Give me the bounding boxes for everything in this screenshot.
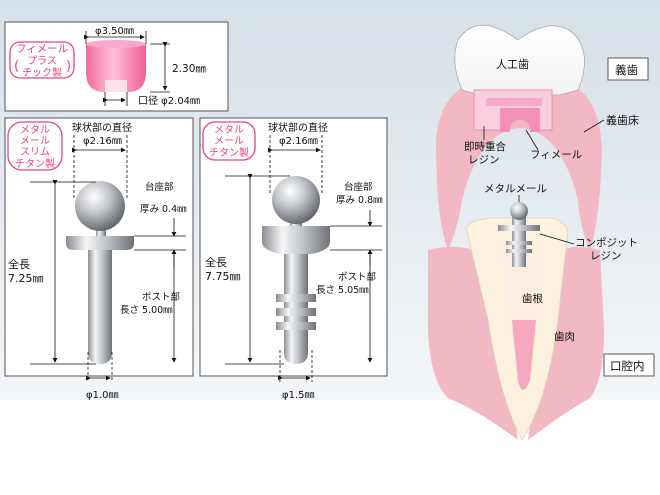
slim-panel: メタル メール スリム チタン製 球状部の直径 φ2.16㎜ 台座部 厚み 0.… [4, 117, 194, 401]
female-outer-diameter: φ3.50㎜ [95, 26, 134, 37]
metal-name-badge: メタル メール チタン製 [202, 121, 256, 161]
metal-ball-diameter: φ2.16㎜ [279, 136, 318, 147]
slim-name-line3: スリム [20, 146, 50, 158]
label-denture: 義歯 [615, 63, 638, 77]
female-inner-diameter: 口径 φ2.04㎜ [138, 94, 200, 107]
metal-post-label: ポスト部 [338, 271, 376, 283]
gum-right [528, 246, 604, 440]
label-resin-line1: 即時重合 [464, 140, 506, 153]
metal-name-line2: メール [214, 136, 244, 147]
slim-ball-label: 球状部の直径 [72, 121, 132, 134]
svg-text:(: ( [14, 59, 19, 74]
slim-total-length: 7.25㎜ [8, 272, 44, 285]
female-name-badge: フィメール プラス チック製 ( ) [9, 41, 75, 79]
slim-post-diameter: φ1.0㎜ [86, 390, 119, 401]
metal-post-diameter: φ1.5㎜ [282, 390, 315, 401]
metal-base-thickness: 厚み 0.8㎜ [336, 195, 383, 206]
label-composite-line1: コンポジット [575, 237, 638, 249]
female-height: 2.30㎜ [172, 63, 206, 75]
label-denture-base: 義歯床 [606, 113, 639, 127]
slim-base-thickness: 厚み 0.4㎜ [140, 204, 187, 215]
cross-section: 人工歯 義歯 義歯床 即時重合 レジン フィメール メタルメール コンポジット … [428, 24, 655, 441]
metal-post-length: 長さ 5.05㎜ [316, 285, 369, 296]
female-in-denture [500, 108, 540, 132]
label-gum: 歯肉 [554, 330, 575, 343]
root-canal-shape [512, 320, 536, 390]
slim-name-line2: メール [20, 136, 50, 147]
label-oral-cavity: 口腔内 [610, 359, 645, 373]
label-resin-line2: レジン [468, 154, 500, 166]
slim-post-label: ポスト部 [142, 291, 180, 303]
metal-ball-label: 球状部の直径 [268, 121, 328, 134]
female-cap [86, 40, 146, 92]
slim-name-line4: チタン製 [15, 157, 55, 170]
female-name-line3: チック製 [22, 66, 62, 79]
metal-name-line1: メタル [214, 124, 244, 136]
metal-total-label: 全長 [205, 255, 227, 269]
label-metal-male: メタルメール [484, 183, 547, 195]
slim-metal-male [66, 181, 134, 364]
female-name-line1: フィメール [16, 43, 68, 55]
slim-total-label: 全長 [8, 257, 30, 271]
slim-ball-diameter: φ2.16㎜ [83, 136, 122, 147]
label-composite-line2: レジン [590, 250, 622, 262]
metal-name-line3: チタン製 [209, 146, 249, 159]
artificial-tooth-shape [454, 24, 585, 96]
metal-panel: メタル メール チタン製 球状部の直径 φ2.16㎜ 台座部 厚み 0.8㎜ [199, 117, 388, 401]
slim-post-length: 長さ 5.00㎜ [120, 305, 173, 316]
metal-total-length: 7.75㎜ [205, 270, 241, 283]
svg-text:): ) [66, 59, 71, 74]
female-name-line2: プラス [27, 55, 57, 67]
female-panel: フィメール プラス チック製 ( ) φ3.50㎜ 2.30㎜ 口径 φ2.04… [4, 21, 229, 112]
label-female: フィメール [530, 149, 582, 161]
slim-name-line1: メタル [20, 124, 50, 136]
metal-base-label: 台座部 [344, 181, 373, 193]
metal-metal-male [262, 176, 330, 364]
label-root: 歯根 [522, 292, 543, 305]
slim-name-badge: メタル メール スリム チタン製 [7, 121, 63, 171]
slim-base-label: 台座部 [145, 181, 174, 193]
composite-resin-shape [500, 250, 546, 380]
label-artificial-tooth: 人工歯 [496, 58, 529, 71]
metal-male-in-root [498, 202, 540, 267]
